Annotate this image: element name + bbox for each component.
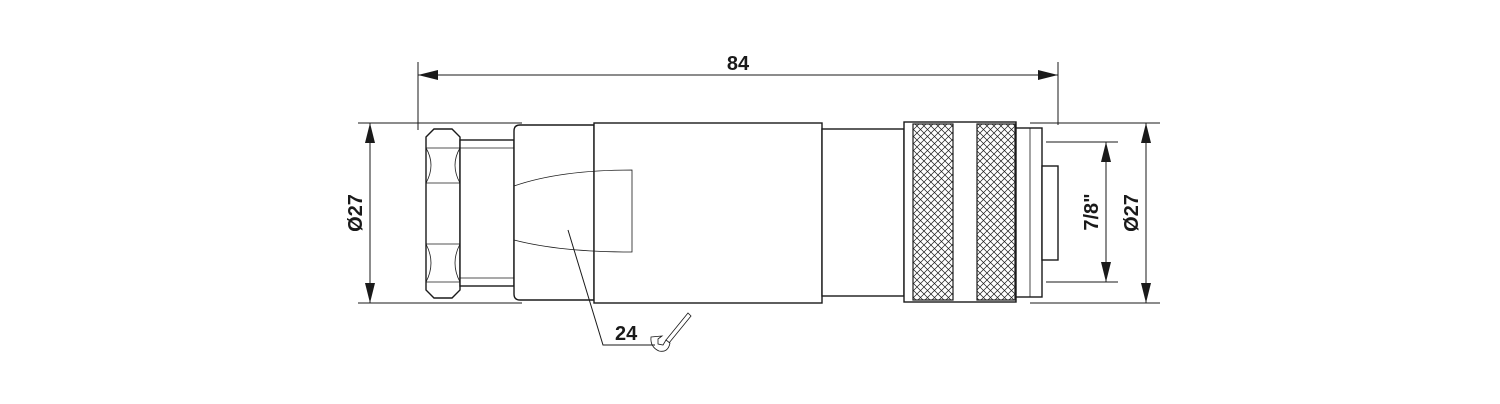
hex-nut [425,128,461,299]
connector-body [425,121,1059,304]
cable-neck [459,139,515,287]
left-diameter-label: Ø27 [345,194,367,232]
wrench-icon [650,312,692,352]
right-diameter-dimension: Ø27 [1030,122,1160,304]
overall-length-label: 84 [727,53,750,75]
knurled-coupling-ring [903,121,1017,303]
wrench-size-callout: 24 [567,229,692,352]
left-diameter-dimension: Ø27 [345,122,522,304]
thread-size-label: 7/8" [1081,193,1103,230]
sleeve [821,128,905,297]
right-diameter-label: Ø27 [1121,194,1143,232]
overall-length-dimension: 84 [417,53,1059,130]
wrench-size-label: 24 [615,323,638,345]
thread-dimension: 7/8" [1046,141,1118,283]
front-thread [1015,127,1059,298]
main-housing [513,122,823,304]
